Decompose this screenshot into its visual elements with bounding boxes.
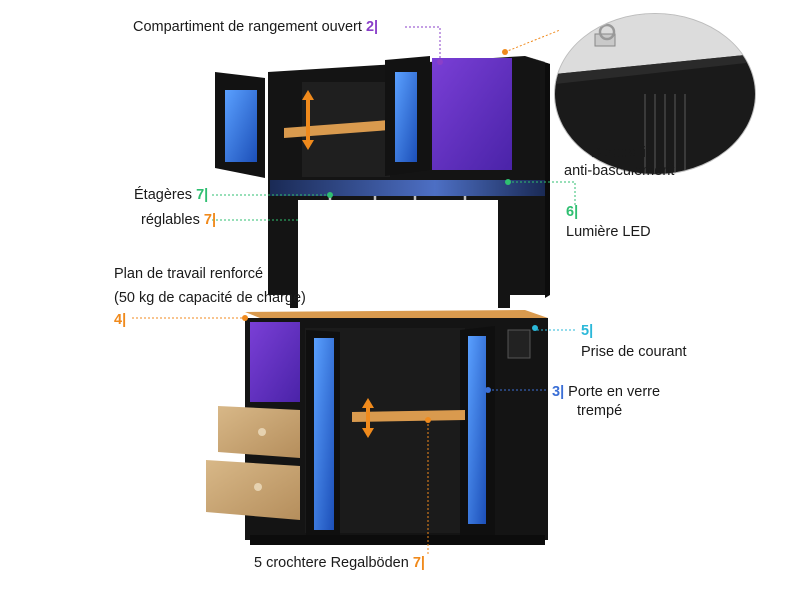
- adjust-arrow-upper: [302, 90, 314, 150]
- callout-bottom-shelves: 5 crochtere Regalböden 7|: [254, 554, 425, 572]
- callout-number: 7|: [203, 212, 216, 228]
- callout-worktop-number: 4|: [114, 311, 126, 329]
- callout-number: 2|: [365, 19, 379, 35]
- callout-number: 4|: [114, 312, 127, 328]
- callout-shelves-line1: Étagères 7|: [134, 186, 208, 204]
- callout-outlet-number: 5|: [581, 322, 593, 340]
- leader-dots: [242, 49, 538, 423]
- callout-number: 5|: [581, 323, 594, 339]
- adjust-arrow-lower: [362, 398, 374, 438]
- callout-text: anti-basculement: [564, 163, 675, 179]
- callout-text: Prise de courant: [581, 344, 687, 360]
- callout-worktop-line2: (50 kg de capacité de charge): [114, 289, 306, 307]
- callout-number: 3|: [552, 384, 565, 400]
- callout-text: Compartiment de rangement ouvert: [133, 19, 362, 35]
- callout-worktop-line1: Plan de travail renforcé: [114, 265, 263, 283]
- callout-text: (50 kg de capacité de charge): [114, 290, 306, 306]
- callout-led-text: Lumière LED: [566, 223, 651, 241]
- callout-text: Plan de travail renforcé: [114, 266, 264, 282]
- callout-number: 7|: [412, 555, 425, 571]
- anti-tip-detail-inset: [554, 13, 756, 175]
- callout-text: Dispositif: [591, 145, 650, 161]
- callout-text: 5 crochtere Regalböden: [254, 555, 409, 571]
- callout-shelves-line2: réglables 7|: [141, 211, 216, 229]
- callout-open-storage: Compartiment de rangement ouvert 2|: [133, 18, 378, 36]
- callout-glass-door-line2: trempé: [577, 402, 622, 420]
- callout-text: réglables: [141, 212, 200, 228]
- callout-outlet-text: Prise de courant: [581, 343, 687, 361]
- callout-led-number: 6|: [566, 203, 578, 221]
- callout-text: Lumière LED: [566, 224, 651, 240]
- callout-text: Porte en verre: [568, 384, 661, 400]
- lower-cabinet: [206, 318, 548, 545]
- callout-anti-tip-line2: anti-basculement: [564, 162, 674, 180]
- callout-anti-tip-line1: Dispositif: [591, 144, 650, 162]
- callout-text: trempé: [577, 403, 623, 419]
- callout-text: Étagères: [134, 187, 193, 203]
- upper-hutch: [215, 56, 550, 308]
- callout-number: 6|: [566, 204, 579, 220]
- callout-glass-door-line1: 3| Porte en verre: [552, 383, 660, 401]
- callout-number: 7|: [196, 187, 209, 203]
